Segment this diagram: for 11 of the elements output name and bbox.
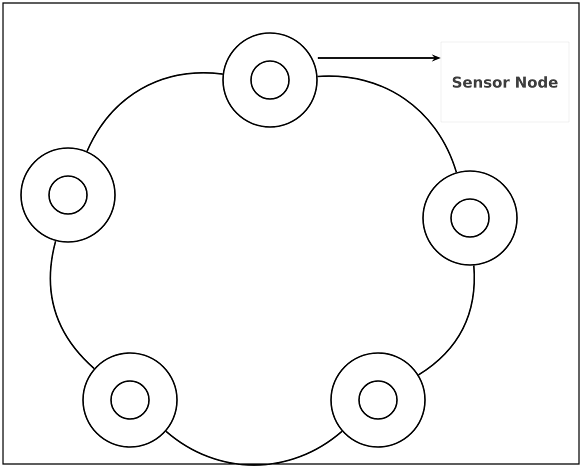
ring-line (318, 75, 458, 172)
ring-line (50, 240, 95, 370)
sensor-node (20, 147, 116, 243)
label-box: Sensor Node (440, 42, 570, 122)
sensor-node (82, 352, 178, 448)
ring-line (418, 266, 476, 376)
ring-line (86, 72, 223, 152)
sensor-node (330, 352, 426, 448)
sensor-node (222, 32, 318, 128)
ring-line (166, 430, 342, 466)
sensor-node (422, 170, 518, 266)
